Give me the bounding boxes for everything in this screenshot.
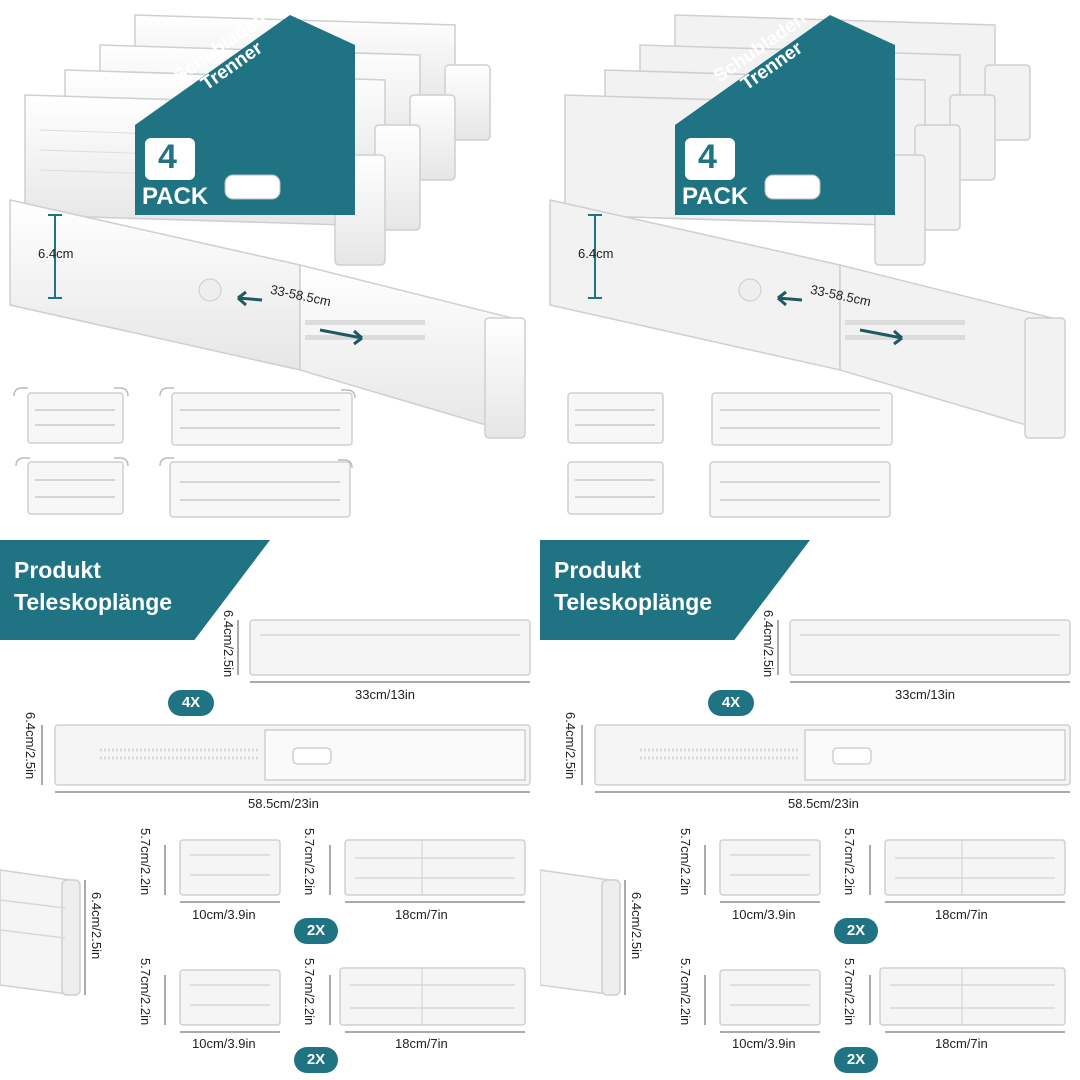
qty-badge-pair: 2X (294, 918, 338, 944)
qty-badge-main: 4X (708, 690, 754, 716)
hero-panel-left: Schubladen Trenner 4 PACK 6.4cm 33-58.5c… (0, 0, 540, 540)
banner-line-2: Teleskoplänge (554, 589, 713, 615)
short-length-label: 33cm/13in (895, 687, 955, 702)
spec-panel-left: Produkt Teleskoplänge (0, 540, 540, 1080)
banner-line-1: Produkt (14, 557, 101, 583)
long-height-label: 6.4cm/2.5in (563, 712, 578, 780)
small-height-label: 5.7cm/2.2in (678, 958, 693, 1026)
hero-panel-right: Schubladen Trenner 4 PACK 6.4cm 33-58.5c… (540, 0, 1080, 540)
large-width-label: 18cm/7in (935, 1036, 988, 1051)
pack-word: PACK (682, 183, 749, 210)
large-width-label: 18cm/7in (395, 1036, 448, 1051)
banner-line-2: Teleskoplänge (14, 589, 173, 615)
qty-badge-pair: 2X (834, 1047, 878, 1073)
short-length-label: 33cm/13in (355, 687, 415, 702)
large-height-label: 5.7cm/2.2in (302, 958, 317, 1026)
small-width-label: 10cm/3.9in (192, 1036, 256, 1051)
qty-badge-main: 4X (168, 690, 214, 716)
long-length-label: 58.5cm/23in (248, 796, 319, 811)
short-height-label: 6.4cm/2.5in (221, 610, 236, 678)
spec-panel-right: Produkt Teleskoplänge (540, 540, 1080, 1080)
large-width-label: 18cm/7in (935, 907, 988, 922)
small-height-label: 5.7cm/2.2in (678, 828, 693, 896)
qty-badge-pair: 2X (294, 1047, 338, 1073)
short-height-label: 6.4cm/2.5in (761, 610, 776, 678)
pack-number: 4 (698, 138, 717, 176)
divider-stack-illustration (9, 14, 526, 518)
pack-number: 4 (158, 138, 177, 176)
spec-banner: Produkt Teleskoplänge (0, 540, 270, 640)
height-label: 6.4cm (578, 246, 614, 261)
height-label: 6.4cm (38, 246, 74, 261)
small-width-label: 10cm/3.9in (732, 1036, 796, 1051)
banner-line-1: Produkt (554, 557, 641, 583)
spec-drawings (540, 619, 1071, 1033)
end-height-label: 6.4cm/2.5in (89, 892, 104, 960)
spec-drawings (0, 619, 531, 1033)
small-width-label: 10cm/3.9in (192, 907, 256, 922)
qty-badge-pair: 2X (834, 918, 878, 944)
large-width-label: 18cm/7in (395, 907, 448, 922)
spec-banner: Produkt Teleskoplänge (540, 540, 810, 640)
small-height-label: 5.7cm/2.2in (138, 958, 153, 1026)
pack-word: PACK (142, 183, 209, 210)
large-height-label: 5.7cm/2.2in (842, 828, 857, 896)
divider-stack-illustration (549, 14, 1066, 518)
end-height-label: 6.4cm/2.5in (629, 892, 644, 960)
small-height-label: 5.7cm/2.2in (138, 828, 153, 896)
long-length-label: 58.5cm/23in (788, 796, 859, 811)
small-width-label: 10cm/3.9in (732, 907, 796, 922)
large-height-label: 5.7cm/2.2in (302, 828, 317, 896)
large-height-label: 5.7cm/2.2in (842, 958, 857, 1026)
long-height-label: 6.4cm/2.5in (23, 712, 38, 780)
